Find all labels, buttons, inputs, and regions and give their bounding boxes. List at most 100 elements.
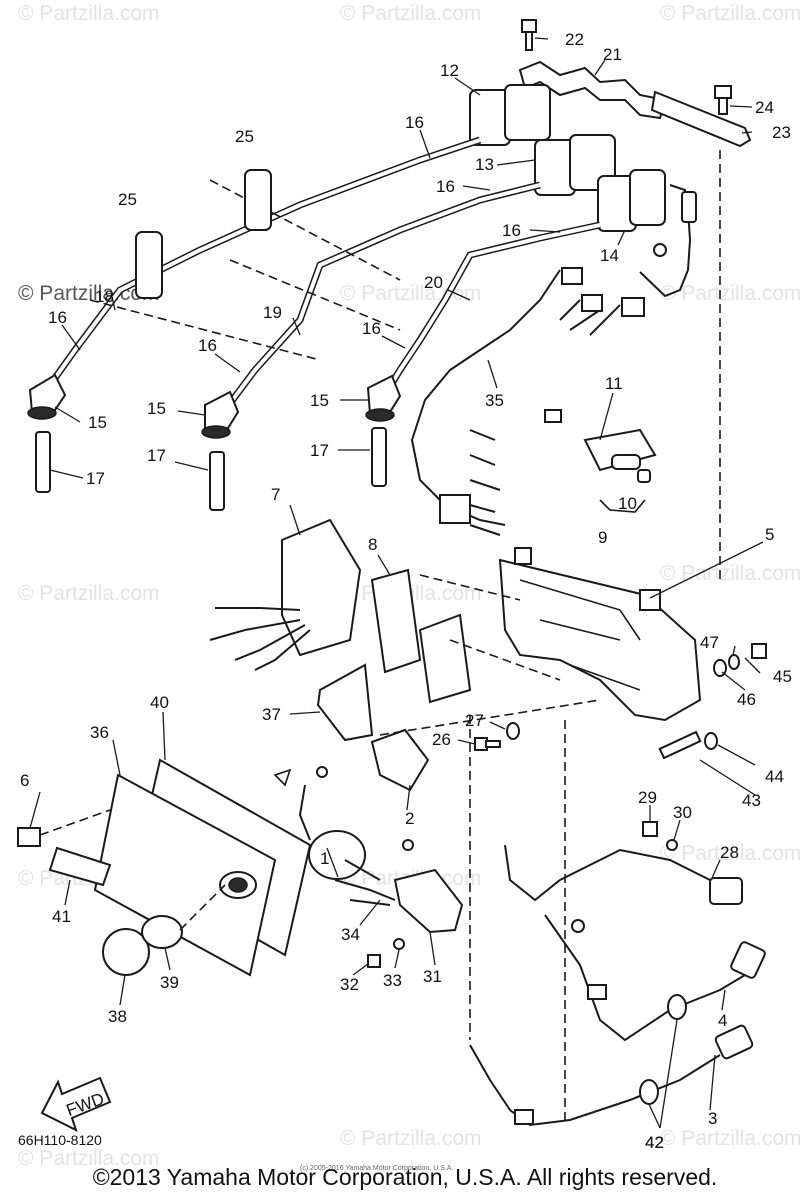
coil-bracket bbox=[518, 60, 667, 120]
callout-36: 36 bbox=[90, 723, 109, 742]
grommet-42b bbox=[639, 1079, 659, 1105]
callout-15b: 15 bbox=[147, 399, 166, 418]
watermark: © Partzilla.com bbox=[660, 562, 802, 585]
plug-cap-15a bbox=[28, 373, 67, 414]
bracket-37 bbox=[316, 663, 374, 742]
callout-10: 10 bbox=[618, 494, 637, 513]
copyright-footer: ©2013 Yamaha Motor Corporation, U.S.A. A… bbox=[92, 1164, 718, 1190]
callout-28: 28 bbox=[720, 843, 739, 862]
callout-43: 43 bbox=[742, 791, 761, 810]
coil-12-body bbox=[504, 84, 551, 141]
watermark: © Partzilla.com bbox=[18, 582, 160, 605]
callout-12: 12 bbox=[440, 61, 459, 80]
connector bbox=[561, 267, 583, 285]
electrical-bracket bbox=[379, 547, 702, 736]
fwd-arrow: FWD bbox=[40, 1076, 112, 1132]
part-10 bbox=[637, 469, 651, 483]
cdi-7 bbox=[281, 518, 362, 657]
relay-group bbox=[334, 859, 464, 968]
watermark: © Partzilla.com bbox=[18, 1147, 160, 1170]
watermark: © Partzilla.com bbox=[18, 2, 160, 25]
washer-44 bbox=[704, 732, 718, 750]
callout-33: 33 bbox=[383, 971, 402, 990]
callout-27: 27 bbox=[465, 711, 484, 730]
sensor-4 bbox=[730, 941, 766, 979]
watermark: © Partzilla.com bbox=[340, 1127, 482, 1150]
spark-plug-17c bbox=[371, 427, 387, 487]
bolt-32 bbox=[367, 954, 381, 968]
watermark: © Partzilla.com bbox=[340, 2, 482, 25]
callout-44: 44 bbox=[765, 767, 784, 786]
callout-16f: 16 bbox=[362, 319, 381, 338]
callout-26: 26 bbox=[432, 730, 451, 749]
callout-40: 40 bbox=[150, 693, 169, 712]
callout-5: 5 bbox=[765, 525, 774, 544]
callout-39: 39 bbox=[160, 973, 179, 992]
callout-1: 1 bbox=[320, 849, 329, 868]
callouts: 1 2 3 4 5 6 7 8 9 10 11 12 13 14 15 15 1… bbox=[20, 30, 792, 1152]
fwd-arrow-icon bbox=[40, 1076, 112, 1132]
callout-25b: 25 bbox=[118, 190, 137, 209]
small-copyright: (c) 2005-2016 Yamaha Motor Corporation, … bbox=[300, 1165, 454, 1172]
bolt-43 bbox=[658, 730, 702, 760]
bolt-29 bbox=[642, 821, 658, 837]
leader-lines bbox=[29, 37, 764, 1129]
watermark: © Partzilla.com bbox=[660, 2, 802, 25]
callout-41: 41 bbox=[52, 907, 71, 926]
spark-plug-17b bbox=[209, 451, 225, 511]
cover-assembly bbox=[17, 758, 312, 977]
fasteners-top bbox=[521, 19, 752, 580]
washer-27 bbox=[506, 722, 520, 740]
wire-connector bbox=[681, 191, 697, 223]
callout-45: 45 bbox=[773, 667, 792, 686]
callout-18: 18 bbox=[95, 287, 114, 306]
clamp-25b bbox=[135, 231, 163, 299]
high-tension-cords bbox=[47, 136, 601, 413]
callout-6: 6 bbox=[20, 771, 29, 790]
callout-16c: 16 bbox=[502, 221, 521, 240]
bolt-22-head bbox=[521, 19, 537, 33]
main-switch bbox=[273, 728, 430, 880]
seal-39 bbox=[141, 915, 183, 949]
spark-plug-17a bbox=[35, 431, 51, 493]
bracket-8 bbox=[370, 568, 422, 674]
callout-42b: 42 bbox=[645, 1133, 664, 1152]
callout-20: 20 bbox=[424, 273, 443, 292]
wiring-harness bbox=[410, 267, 645, 536]
harness-junction bbox=[439, 494, 471, 524]
callout-31: 31 bbox=[423, 967, 442, 986]
watermark: © Partzilla.com bbox=[660, 842, 802, 865]
plate-23 bbox=[650, 90, 752, 148]
bolt-6 bbox=[17, 827, 41, 847]
connector bbox=[581, 294, 603, 312]
plug-cap-15c bbox=[366, 374, 402, 416]
callout-14: 14 bbox=[600, 246, 619, 265]
plug-cap-15b bbox=[204, 390, 240, 432]
cap-38 bbox=[102, 928, 150, 976]
grommet-42a bbox=[667, 994, 687, 1020]
lead-3 bbox=[469, 1044, 721, 1127]
plug-caps-and-spark-plugs bbox=[27, 373, 402, 511]
sensor-3 bbox=[714, 1024, 754, 1060]
callout-15c: 15 bbox=[310, 391, 329, 410]
washer-47 bbox=[728, 654, 740, 670]
callout-30: 30 bbox=[673, 803, 692, 822]
switch-2 bbox=[370, 728, 430, 792]
watermark: © Partzilla.com bbox=[340, 282, 482, 305]
callout-37: 37 bbox=[262, 705, 281, 724]
switch-1 bbox=[308, 830, 366, 880]
washer-30 bbox=[666, 839, 678, 851]
callout-35: 35 bbox=[485, 391, 504, 410]
callout-13: 13 bbox=[475, 155, 494, 174]
callout-8: 8 bbox=[368, 535, 377, 554]
cord-clamps bbox=[135, 169, 272, 299]
bolt-45 bbox=[751, 643, 767, 659]
callout-9: 9 bbox=[598, 528, 607, 547]
callout-29: 29 bbox=[638, 788, 657, 807]
callout-34: 34 bbox=[341, 925, 360, 944]
ignition-coils bbox=[469, 60, 697, 298]
callout-17b: 17 bbox=[147, 446, 166, 465]
callout-38: 38 bbox=[108, 1007, 127, 1026]
washer-33 bbox=[393, 938, 405, 950]
